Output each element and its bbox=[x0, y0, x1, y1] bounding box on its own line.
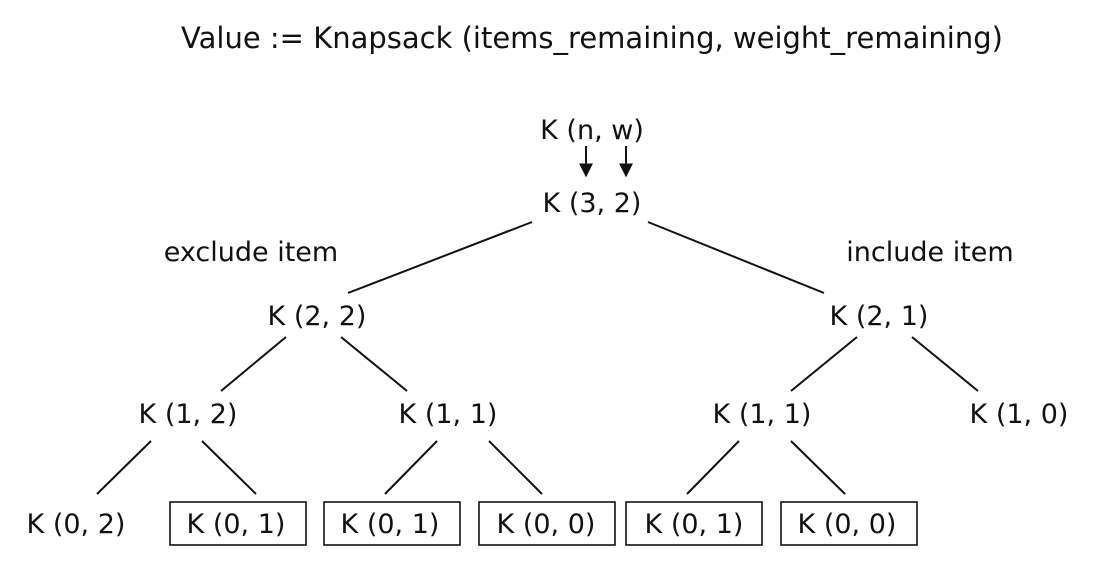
tree-edges bbox=[96, 221, 979, 495]
edge-k21-k11b bbox=[790, 336, 858, 392]
edge-k11b-k01c bbox=[686, 440, 740, 495]
node-label: K (0, 1) bbox=[341, 509, 440, 540]
tree-nodes: K (3, 2) K (2, 2) K (2, 1) K (1, 2) K (1, 1)… bbox=[27, 188, 1069, 546]
node-box bbox=[169, 501, 307, 546]
node-label: K (1, 0) bbox=[970, 399, 1069, 430]
node-label: K (0, 1) bbox=[187, 509, 286, 540]
include-item-label: include item bbox=[846, 237, 1013, 268]
edge-k32-k21 bbox=[647, 221, 825, 294]
node-label: K (1, 2) bbox=[139, 399, 238, 430]
legend-node: K (n, w) bbox=[540, 115, 644, 146]
node-box bbox=[625, 501, 763, 546]
edge-k21-k10 bbox=[911, 336, 979, 392]
node-k11a: K (1, 1) bbox=[399, 399, 498, 430]
node-label: K (0, 1) bbox=[645, 509, 744, 540]
edge-k11b-k00b bbox=[790, 440, 846, 495]
edge-k22-k12 bbox=[220, 336, 287, 392]
edge-k22-k11a bbox=[340, 336, 408, 392]
edge-k12-k02 bbox=[96, 440, 152, 495]
node-label: K (0, 2) bbox=[27, 509, 126, 540]
node-k12: K (1, 2) bbox=[139, 399, 238, 430]
node-label: K (1, 1) bbox=[713, 399, 812, 430]
diagram-title: Value := Knapsack (items_remaining, weig… bbox=[181, 21, 1003, 55]
node-label: K (2, 1) bbox=[830, 301, 929, 332]
edge-k32-k22 bbox=[347, 221, 533, 294]
node-k11b: K (1, 1) bbox=[713, 399, 812, 430]
node-box bbox=[323, 501, 461, 546]
node-label: K (2, 2) bbox=[268, 301, 367, 332]
node-box bbox=[478, 501, 616, 546]
edge-k11a-k01b bbox=[384, 440, 438, 495]
node-k01b: K (0, 1) bbox=[323, 501, 461, 546]
node-label: K (0, 0) bbox=[497, 509, 596, 540]
edge-k12-k01a bbox=[201, 440, 257, 495]
node-k10: K (1, 0) bbox=[970, 399, 1069, 430]
edge-k11a-k00a bbox=[488, 440, 543, 495]
node-k01a: K (0, 1) bbox=[169, 501, 307, 546]
node-k01c: K (0, 1) bbox=[625, 501, 763, 546]
node-k22: K (2, 2) bbox=[268, 301, 367, 332]
node-label: K (3, 2) bbox=[543, 188, 642, 219]
node-k00a: K (0, 0) bbox=[478, 501, 616, 546]
node-label: K (0, 0) bbox=[798, 509, 897, 540]
node-k00b: K (0, 0) bbox=[780, 501, 918, 546]
node-k32: K (3, 2) bbox=[543, 188, 642, 219]
node-box bbox=[780, 501, 918, 546]
node-k21: K (2, 1) bbox=[830, 301, 929, 332]
node-label: K (1, 1) bbox=[399, 399, 498, 430]
node-k02: K (0, 2) bbox=[27, 509, 126, 540]
exclude-item-label: exclude item bbox=[164, 237, 338, 268]
